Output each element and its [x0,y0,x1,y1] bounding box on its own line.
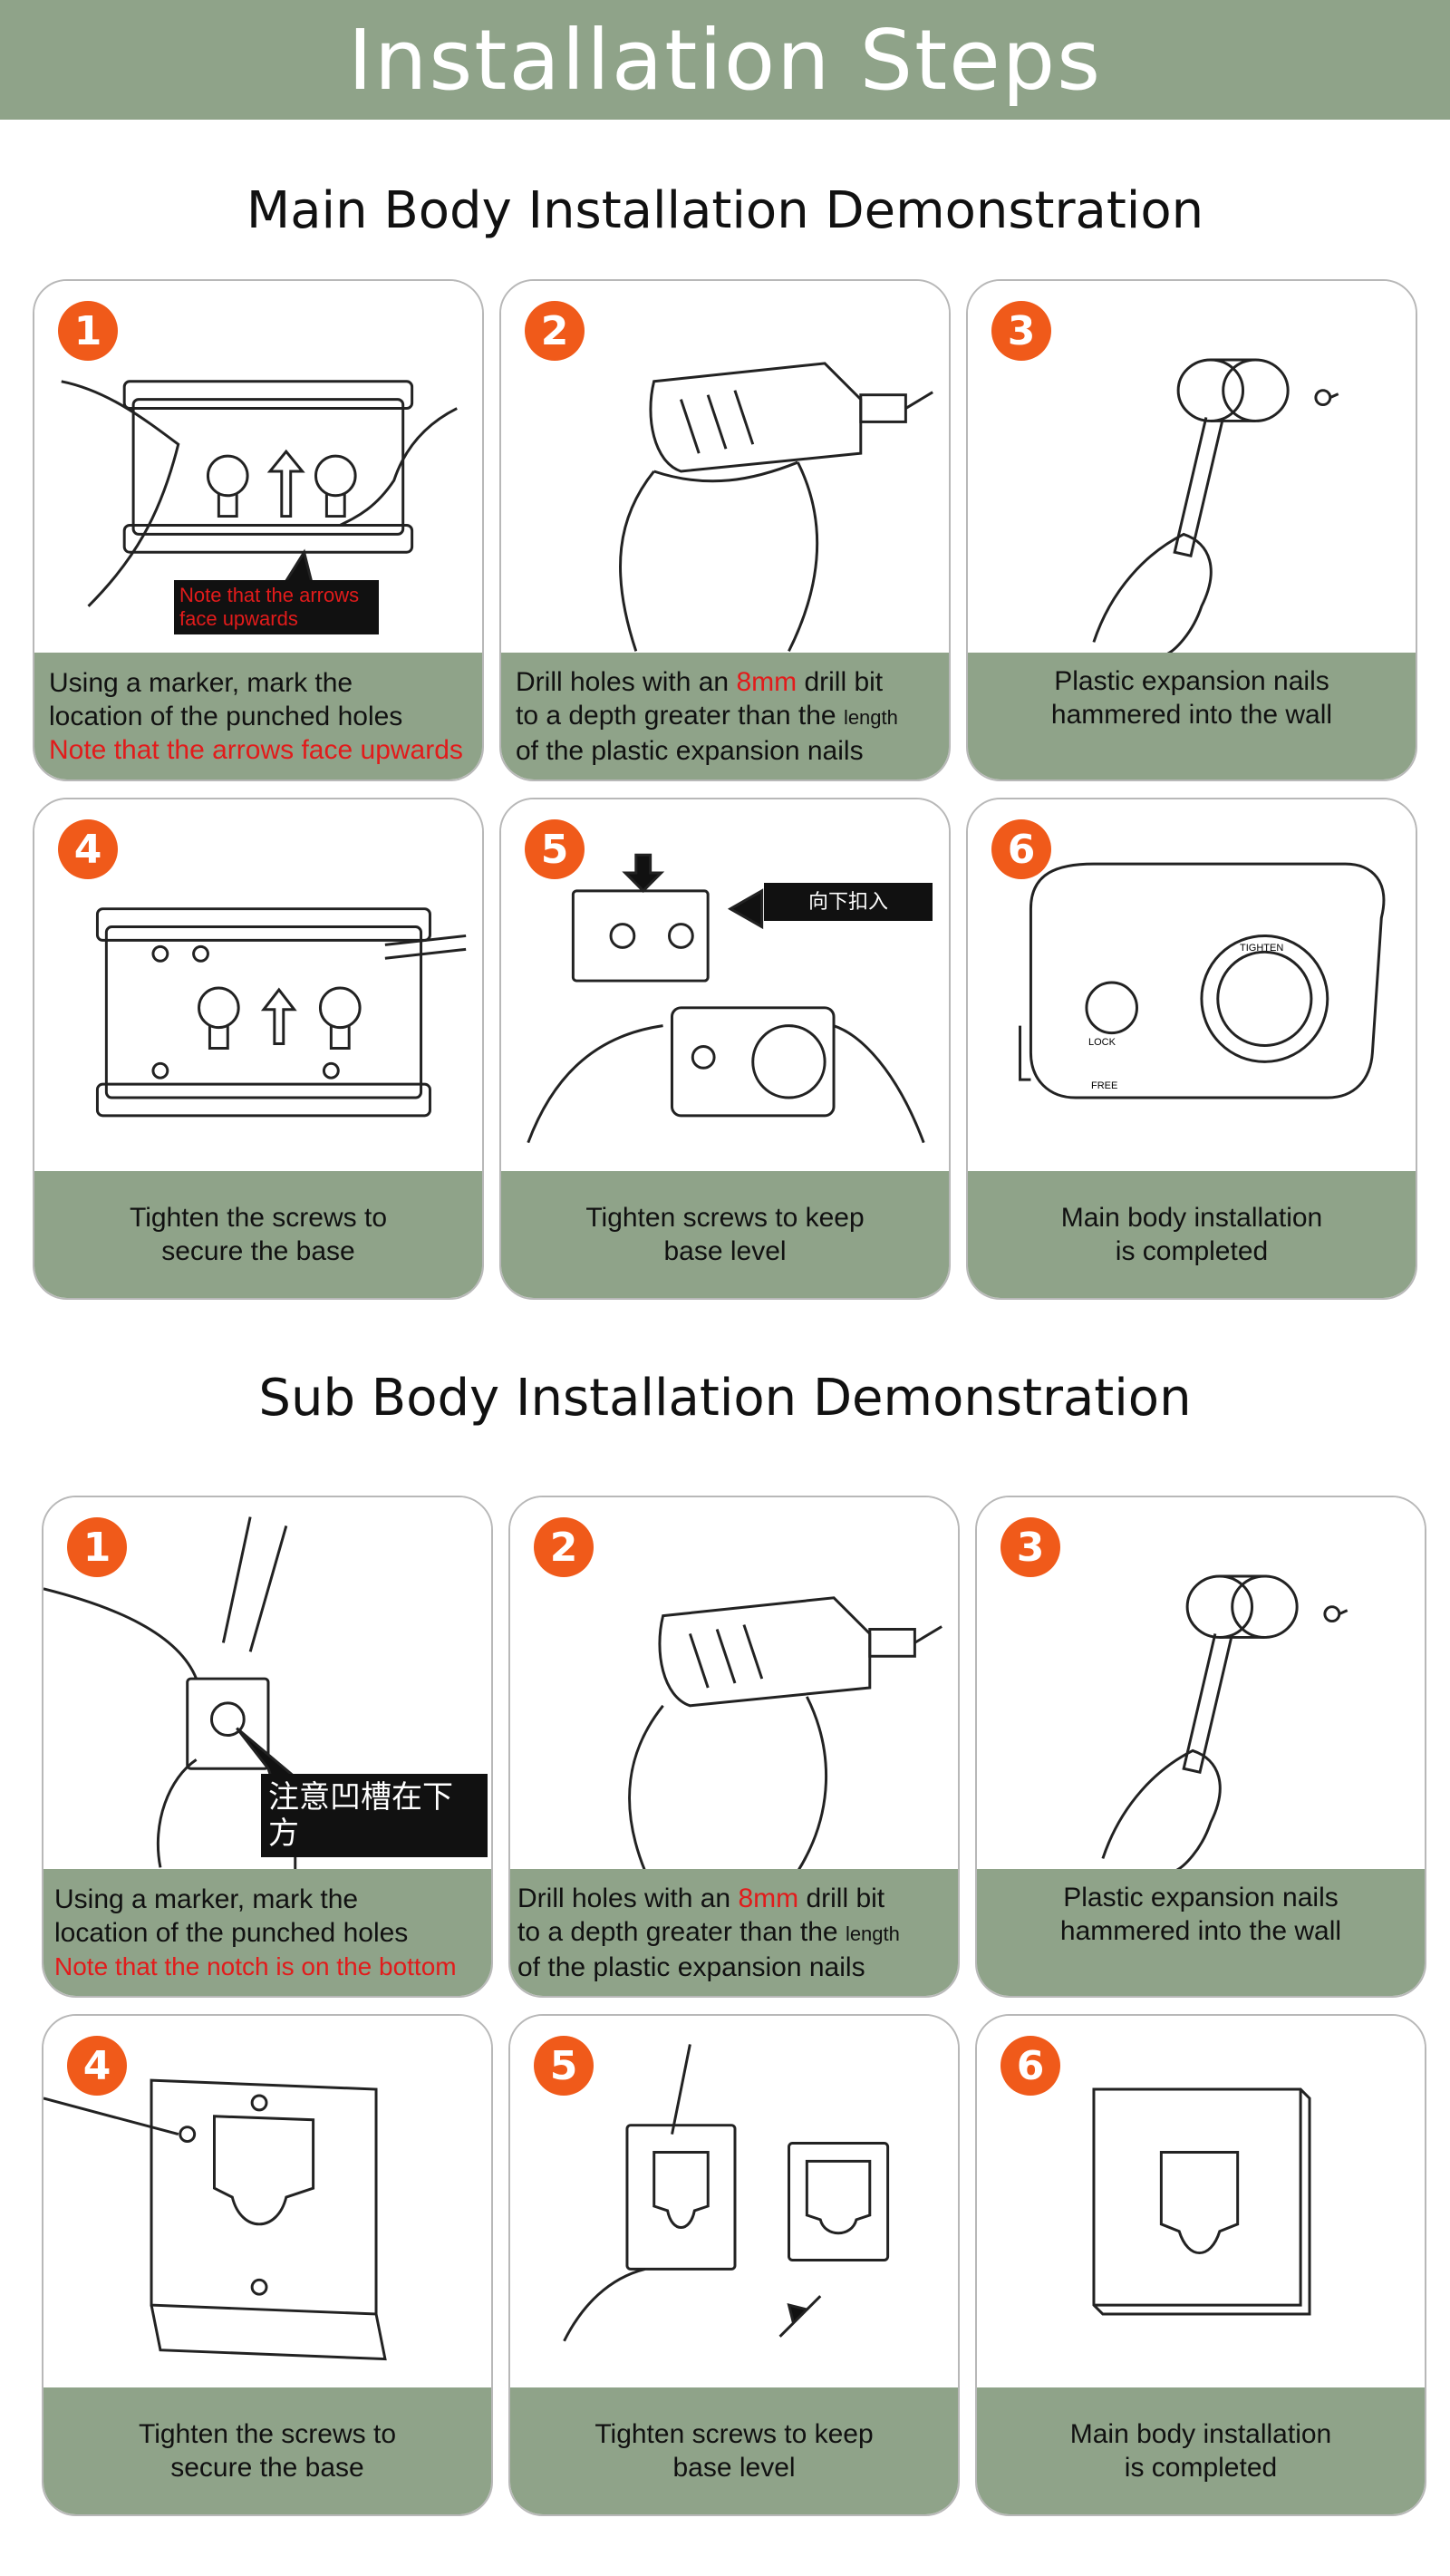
caption-line: is completed [1115,1236,1269,1266]
main-step-5-caption: Tighten screws to keep base level [501,1171,949,1298]
arrows-up-callout: Note that the arrows face upwards [174,580,379,634]
main-step-1-card: Note that the arrows face upwards 1 Usin… [33,279,484,781]
main-step-3-caption: Plastic expansion nails hammered into th… [968,653,1416,780]
main-step-1-illustration: Note that the arrows face upwards [34,281,482,656]
header-banner: Installation Steps [0,0,1450,120]
caption-line: Tighten the screws to [129,1203,388,1233]
caption-line: Main body installation [1060,1203,1323,1233]
caption-line: to a depth greater than the length [516,700,898,731]
caption-note: Note that the notch is on the bottom [54,1951,457,1980]
step-number-badge: 3 [1000,1517,1060,1577]
notch-bottom-callout: 注意凹槽在下方 [261,1774,488,1857]
step-number-badge: 4 [58,819,118,879]
main-step-5-card: 向下扣入 5 Tighten screws to keep base level [499,798,951,1300]
caption-line: Drill holes with an 8mm drill bit [516,666,884,697]
main-step-2-caption: Drill holes with an 8mm drill bit to a d… [501,653,949,780]
step-number-badge: 4 [67,2036,127,2096]
step-number-badge: 6 [1000,2036,1060,2096]
caption-line: is completed [1124,2453,1278,2483]
caption-line: Using a marker, mark the [49,667,353,698]
caption-line: hammered into the wall [1050,700,1333,730]
main-step-4-caption: Tighten the screws to secure the base [34,1171,482,1298]
sub-step-6-caption: Main body installation is completed [977,2387,1425,2514]
sub-step-1-card: 注意凹槽在下方 1 Using a marker, mark the locat… [42,1496,493,1998]
sub-step-5-card: 5 Tighten screws to keep base level [508,2014,960,2516]
step-number-badge: 2 [525,301,585,361]
step-number-badge: 3 [991,301,1051,361]
step-number-badge: 1 [67,1517,127,1577]
caption-line: Main body installation [1069,2419,1332,2449]
snap-down-callout: 向下扣入 [764,883,933,921]
caption-line: location of the punched holes [54,1917,409,1948]
caption-line: secure the base [170,2453,364,2483]
caption-line: Using a marker, mark the [54,1884,359,1914]
caption-line: Tighten screws to keep [594,2419,874,2449]
step-number-badge: 5 [534,2036,594,2096]
page-title: Installation Steps [347,11,1103,109]
caption-line: Tighten screws to keep [585,1203,865,1233]
sub-step-3-caption: Plastic expansion nails hammered into th… [977,1869,1425,1996]
sub-section-title: Sub Body Installation Demonstration [258,1369,1192,1428]
main-section-title: Main Body Installation Demonstration [246,181,1204,240]
caption-line: to a depth greater than the length [517,1916,900,1947]
step-number-badge: 6 [991,819,1051,879]
sub-step-6-card: 6 Main body installation is completed [975,2014,1426,2516]
main-step-2-card: 2 Drill holes with an 8mm drill bit to a… [499,279,951,781]
sub-step-4-card: 4 Tighten the screws to secure the base [42,2014,493,2516]
caption-line: of the plastic expansion nails [517,1951,865,1982]
step-number-badge: 1 [58,301,118,361]
free-label: FREE [1091,1080,1118,1091]
main-step-3-card: 3 Plastic expansion nails hammered into … [966,279,1417,781]
caption-line: of the plastic expansion nails [516,735,864,766]
lock-label: LOCK [1088,1037,1116,1048]
caption-line: hammered into the wall [1059,1916,1342,1946]
sub-step-3-card: 3 Plastic expansion nails hammered into … [975,1496,1426,1998]
caption-line: base level [672,2453,796,2483]
main-step-6-caption: Main body installation is completed [968,1171,1416,1298]
main-step-6-card: LOCK FREE TIGHTEN 6 Main body installati… [966,798,1417,1300]
sub-step-2-card: 2 Drill holes with an 8mm drill bit to a… [508,1496,960,1998]
main-step-5-illustration: 向下扣入 [501,799,949,1175]
sub-step-5-caption: Tighten screws to keep base level [510,2387,958,2514]
caption-line: Tighten the screws to [138,2419,397,2449]
tighten-label: TIGHTEN [1240,943,1284,954]
caption-line: location of the punched holes [49,701,403,731]
sub-step-2-caption: Drill holes with an 8mm drill bit to a d… [510,1869,958,1996]
caption-line: base level [663,1236,787,1266]
caption-line: secure the base [161,1236,355,1266]
sub-step-1-caption: Using a marker, mark the location of the… [44,1869,491,1996]
main-step-1-caption: Using a marker, mark the location of the… [34,653,482,780]
main-step-4-card: 4 Tighten the screws to secure the base [33,798,484,1300]
step-number-badge: 5 [525,819,585,879]
step-number-badge: 2 [534,1517,594,1577]
caption-line: Plastic expansion nails [1063,1883,1339,1913]
caption-line: Plastic expansion nails [1054,666,1329,696]
sub-step-4-caption: Tighten the screws to secure the base [44,2387,491,2514]
caption-line: Drill holes with an 8mm drill bit [517,1883,885,1913]
caption-note: Note that the arrows face upwards [49,734,463,765]
